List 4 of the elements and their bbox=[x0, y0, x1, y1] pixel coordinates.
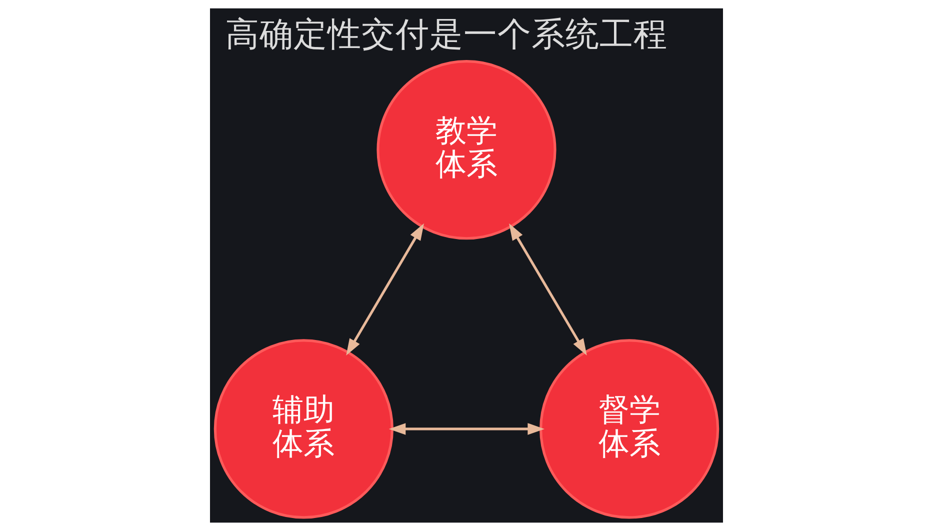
arrow bbox=[346, 223, 424, 356]
diagram-title: 高确定性交付是一个系统工程 bbox=[224, 14, 667, 54]
arrow bbox=[388, 423, 544, 435]
arrow bbox=[508, 223, 586, 356]
